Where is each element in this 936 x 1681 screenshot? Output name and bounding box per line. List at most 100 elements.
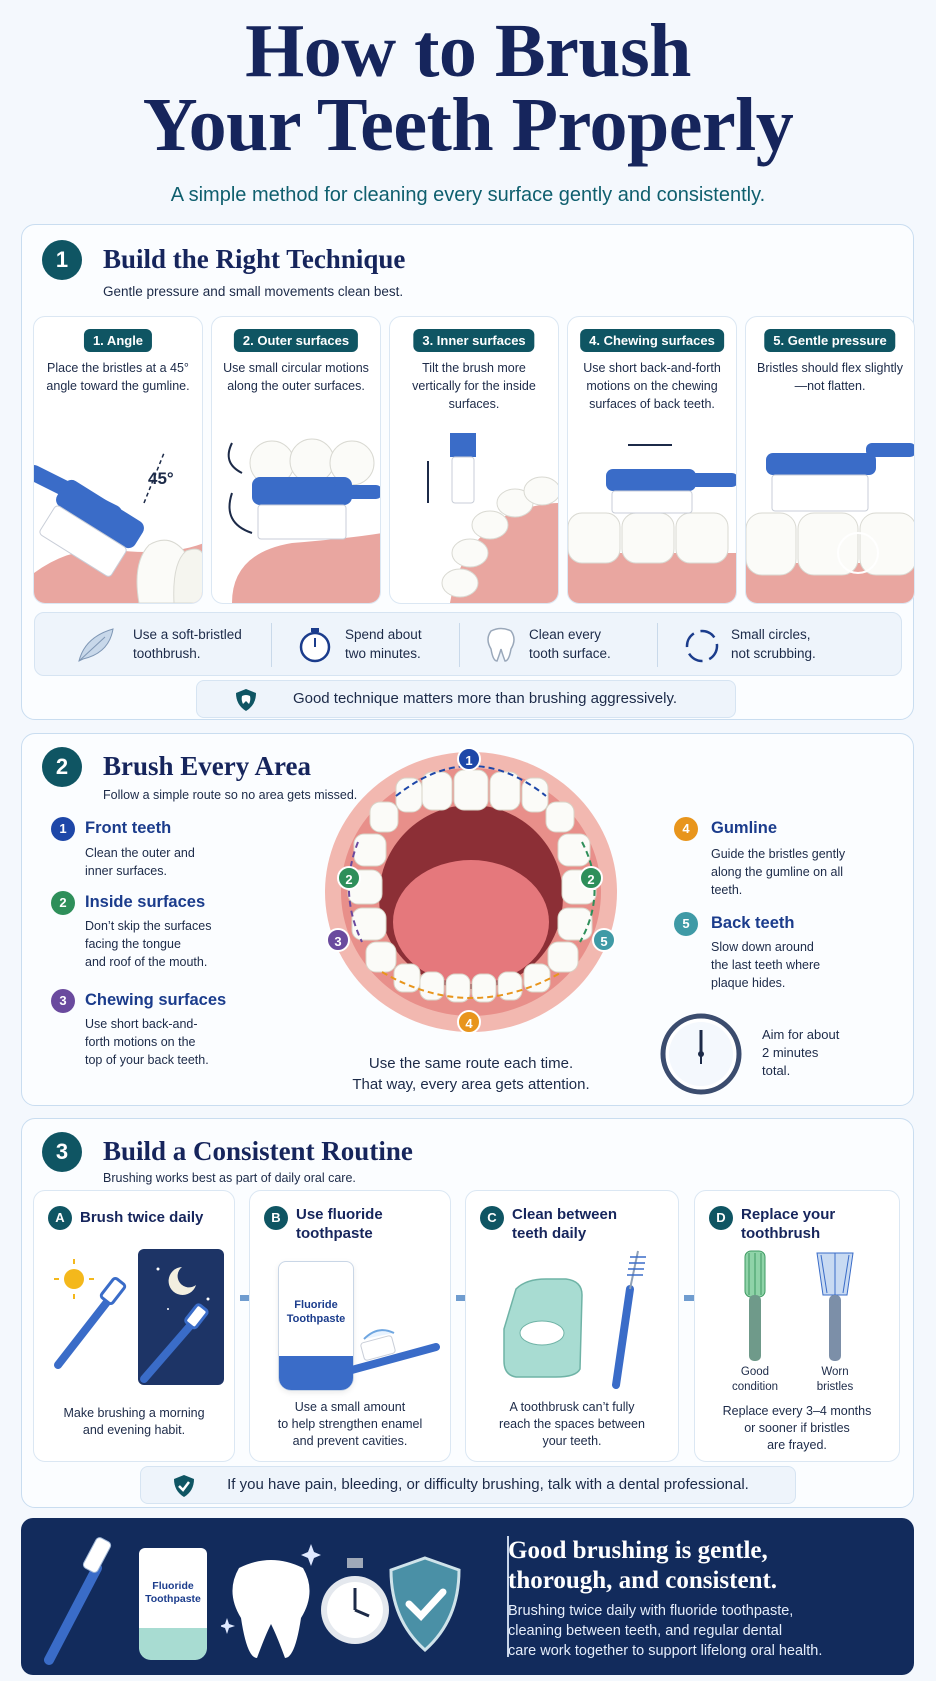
technique-step-outer: 2. Outer surfaces Use small circular mot… [211,316,381,604]
footer-divider [507,1536,509,1657]
section-number-badge: 3 [42,1132,82,1172]
moon-toothbrush-illustration [140,1267,210,1383]
technique-step-chewing: 4. Chewing surfaces Use short back-and-f… [567,316,737,604]
step-description: Bristles should flex slightly—not flatte… [757,361,903,393]
step-label: 2. Outer surfaces [233,329,359,352]
card-letter: A [48,1206,72,1230]
technique-step-inner: 3. Inner surfaces Tilt the brush more ve… [389,316,559,604]
step-label: 4. Chewing surfaces [580,329,724,352]
area-number-2: 2 [51,891,75,915]
step-label: 1. Angle [83,329,153,352]
open-mouth-illustration [325,752,617,1032]
route-marker-3: 3 [326,928,350,952]
stopwatch-icon [299,628,331,663]
step-description: Place the bristles at a 45° angle toward… [46,361,190,393]
professional-note: If you have pain, bleeding, or difficult… [140,1466,796,1504]
area-title-inside-surfaces: Inside surfaces [85,893,206,911]
section-subtitle: Brushing works best as part of daily ora… [103,1171,356,1185]
toothbrush-icon [44,1537,112,1665]
section-number-badge: 1 [42,240,82,280]
area-number-3: 3 [51,989,75,1013]
area-number-5: 5 [674,912,698,936]
step-description: Use short back-and-forth motions on the … [583,361,721,411]
angle-illustration [34,452,202,603]
area-number-4: 4 [674,817,698,841]
tip-divider [459,623,460,667]
route-marker-2-right: 2 [579,866,603,890]
card-letter: B [264,1206,288,1230]
footer-text: Brushing twice daily with fluoride tooth… [508,1603,823,1659]
section-title: Brush Every Area [103,751,311,781]
section-title: Build a Consistent Routine [103,1136,413,1166]
stopwatch-icon [321,1558,389,1644]
footer-title: Good brushing is gentle,thorough, and co… [508,1537,778,1594]
toothbrush-paste-illustration [344,1329,440,1375]
page-subtitle: A simple method for cleaning every surfa… [170,184,766,206]
night-panel [138,1249,224,1385]
step-description: Tilt the brush more vertically for the i… [412,361,536,411]
tip-divider [271,623,272,667]
gentle-pressure-illustration [746,443,914,603]
shield-check-icon [389,1556,461,1652]
outer-surfaces-illustration [227,438,380,603]
step-description: Use small circular motions along the out… [223,361,369,393]
area-title-back-teeth: Back teeth [711,914,795,932]
route-marker-2-left: 2 [337,866,361,890]
card-letter: D [709,1206,733,1230]
step-label: 5. Gentle pressure [764,329,896,352]
section-number-badge: 2 [42,747,82,787]
card-title: Brush twice daily [80,1209,204,1226]
good-toothbrush-illustration [744,1250,766,1361]
technique-step-angle: 1. Angle Place the bristles at a 45° ang… [33,316,203,604]
page-title: How to Brush Your Teeth Properly [0,9,936,163]
title-line-1: How to Brush [245,9,691,93]
tip-divider [657,623,658,667]
card-letter: C [480,1206,504,1230]
step-label: 3. Inner surfaces [413,329,535,352]
inner-surfaces-illustration [427,433,558,603]
circular-arrows-icon [685,629,719,663]
chewing-surfaces-illustration [568,444,736,603]
tip-small-circles: Small circles,not scrubbing. [731,627,816,661]
technique-step-pressure: 5. Gentle pressure Bristles should flex … [745,316,915,604]
tooth-icon [487,627,515,662]
shield-check-icon [174,1475,194,1497]
floss-interdental-illustration [503,1250,646,1389]
route-marker-4: 4 [457,1010,481,1034]
area-title-chewing-surfaces: Chewing surfaces [85,991,227,1009]
area-number-1: 1 [51,817,75,841]
route-marker-1: 1 [457,747,481,771]
feather-icon [78,628,114,662]
area-title-gumline: Gumline [711,819,778,837]
clock-icon [660,1013,742,1095]
section-subtitle: Gentle pressure and small movements clea… [103,284,404,299]
sun-toothbrush-illustration [54,1259,127,1369]
section-title: Build the Right Technique [103,244,406,274]
route-marker-5: 5 [592,928,616,952]
routine-card-brush-twice: A Brush twice daily Make brushing a morn… [33,1190,235,1462]
